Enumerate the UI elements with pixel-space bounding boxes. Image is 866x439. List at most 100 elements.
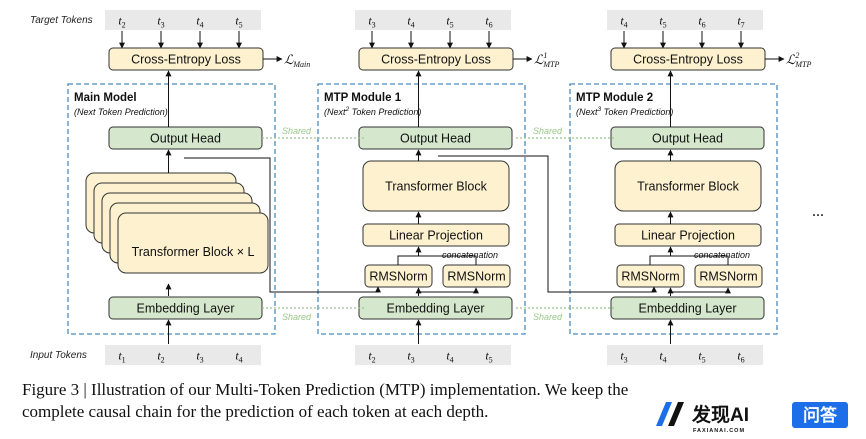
module-2-input-token-3: t4 [433, 345, 472, 365]
module-1-target-token-2-text: t3 [157, 14, 164, 30]
module-3-target-token-2: t5 [646, 10, 685, 30]
module-3-embedding-layer-rect [610, 296, 765, 320]
module-2-subtitle-post: Token Prediction) [349, 107, 421, 117]
module-1-target-token-4-cell [222, 10, 261, 30]
module-3-input-token-3: t5 [685, 345, 724, 365]
watermark-badge [792, 402, 848, 428]
module-2-linear-projection-rect [362, 223, 510, 247]
module-2-output-head: Output Head [358, 126, 513, 150]
module-2-loss-box-label: Cross-Entropy Loss [381, 53, 491, 67]
mtp-diagram: Target Tokens Input Tokens Main Model(Ne… [30, 10, 824, 365]
module-1-target-token-3-subscript: 4 [200, 21, 204, 30]
module-2-input-token-2-cell [394, 345, 433, 365]
embed-to-rms-right [418, 287, 479, 296]
main-transformer-stack-5 [117, 212, 269, 274]
module-1-input-token-2: t2 [144, 345, 183, 365]
module-3-loss-box-label: Cross-Entropy Loss [633, 53, 743, 67]
module-2-target-token-3-text: t5 [446, 14, 453, 30]
module-2-target-token-4-cell [472, 10, 511, 30]
module-2-rmsnorm-right: RMSNorm [442, 264, 511, 288]
watermark-brand: 发现AI [691, 403, 749, 426]
module-3-output-head-label: Output Head [652, 132, 723, 146]
module-2-target-token-3: t5 [433, 10, 472, 30]
embed-to-rms-right [670, 287, 731, 296]
module-1-target-token-1-subscript: 2 [122, 21, 126, 30]
module-2-input-token-3-cell [433, 345, 472, 365]
module-2-embedding-layer-label: Embedding Layer [387, 302, 485, 316]
shared-label-head-2: Shared [533, 126, 563, 136]
module-1-loss-symbol: ℒMain [284, 52, 310, 69]
module-1-title: Main Model [74, 92, 137, 104]
module-3-input-token-1: t3 [607, 345, 646, 365]
caption-line-1: Figure 3 | Illustration of our Multi-Tok… [22, 380, 629, 399]
module-1-input-token-1: t1 [105, 345, 144, 365]
shared-label-embed-2: Shared [533, 312, 563, 322]
module-3-input-token-2: t4 [646, 345, 685, 365]
module-2-target-token-4-subscript: 6 [489, 21, 493, 30]
module-3-embedding-layer: Embedding Layer [610, 296, 765, 320]
module-2-input-token-1: t2 [355, 345, 394, 365]
rms-left-to-linear [649, 246, 674, 265]
module-2-linear-projection-label: Linear Projection [389, 229, 483, 243]
module-2-input-token-2-text: t3 [407, 349, 414, 365]
module-2-target-token-2-cell [394, 10, 433, 30]
module-3-embedding-layer-label: Embedding Layer [639, 302, 737, 316]
module-3-target-token-2-cell [646, 10, 685, 30]
module-2-input-token-4: t5 [472, 345, 511, 365]
module-1-input-token-4-subscript: 4 [239, 356, 243, 365]
module-1-input-token-3-cell [183, 345, 222, 365]
module-2-transformer-block-rect [362, 160, 510, 212]
module-3-loss-box: Cross-Entropy Loss [610, 47, 766, 71]
module-2: MTP Module 1 (Next2 Token Prediction) t3 t4… [317, 10, 559, 365]
watermark-url: FAXIANAI.COM [693, 428, 745, 434]
module-3-input-token-4: t6 [724, 345, 763, 365]
module-2-target-token-1-cell [355, 10, 394, 30]
module-1-target-token-3-cell [183, 10, 222, 30]
module-3-target-token-1-subscript: 4 [624, 21, 628, 30]
module-2-subtitle: (Next2 Token Prediction) [324, 106, 421, 117]
module-2-input-token-1-cell [355, 345, 394, 365]
module-3-target-token-1-text: t4 [620, 14, 627, 30]
module-3-input-token-1-subscript: 3 [624, 356, 628, 365]
module-1-loss-box: Cross-Entropy Loss [108, 47, 264, 71]
module-3-loss-sup: 2 [795, 51, 799, 60]
module-3-title: MTP Module 2 [576, 92, 653, 104]
module-2-output-head-label: Output Head [400, 132, 471, 146]
module-3-input-token-4-text: t6 [737, 349, 744, 365]
module-1-input-token-1-cell [105, 345, 144, 365]
module-3-target-token-3: t6 [685, 10, 724, 30]
module-2-concatenation-label: concatenation [442, 250, 498, 260]
module-1-frame [67, 83, 276, 335]
module-3-concatenation-label: concatenation [694, 250, 750, 260]
module-2-target-token-3-subscript: 5 [450, 21, 454, 30]
rms-left-to-linear [397, 246, 422, 265]
module-3-target-token-3-subscript: 6 [702, 21, 706, 30]
module-2-input-token-3-text: t4 [446, 349, 453, 365]
caption-line-2: complete causal chain for the prediction… [22, 402, 489, 421]
module-1-target-token-2-cell [144, 10, 183, 30]
module-1-target-token-4: t5 [222, 10, 261, 30]
module-1-output-head: Output Head [108, 126, 263, 150]
module-2-frame [317, 83, 526, 335]
main-transformer-label: Transformer Block × L [132, 245, 255, 259]
module-2-target-token-1-subscript: 3 [372, 21, 376, 30]
module-1-target-token-1: t2 [105, 10, 144, 30]
module-3-input-token-4-subscript: 6 [741, 356, 745, 365]
module-2-target-token-4-text: t6 [485, 14, 492, 30]
module-3-transformer-block-label: Transformer Block [637, 180, 739, 194]
shared-links [262, 137, 616, 309]
module-2-subtitle-sup: 2 [345, 106, 350, 113]
module-2-target-token-4: t6 [472, 10, 511, 30]
module-1-output-head-label: Output Head [150, 132, 221, 146]
module-2-loss-sub: MTP [542, 60, 559, 69]
module-2-rmsnorm-right-label: RMSNorm [447, 270, 505, 284]
watermark-logo: 发现AI FAXIANAI.COM 问答 [652, 396, 852, 436]
module-2-input-token-2-subscript: 3 [411, 356, 415, 365]
module-2-target-token-1: t3 [355, 10, 394, 30]
module-1-input-token-3-text: t3 [196, 349, 203, 365]
module-2-target-token-3-cell [433, 10, 472, 30]
module-2-title: MTP Module 1 [324, 92, 402, 104]
